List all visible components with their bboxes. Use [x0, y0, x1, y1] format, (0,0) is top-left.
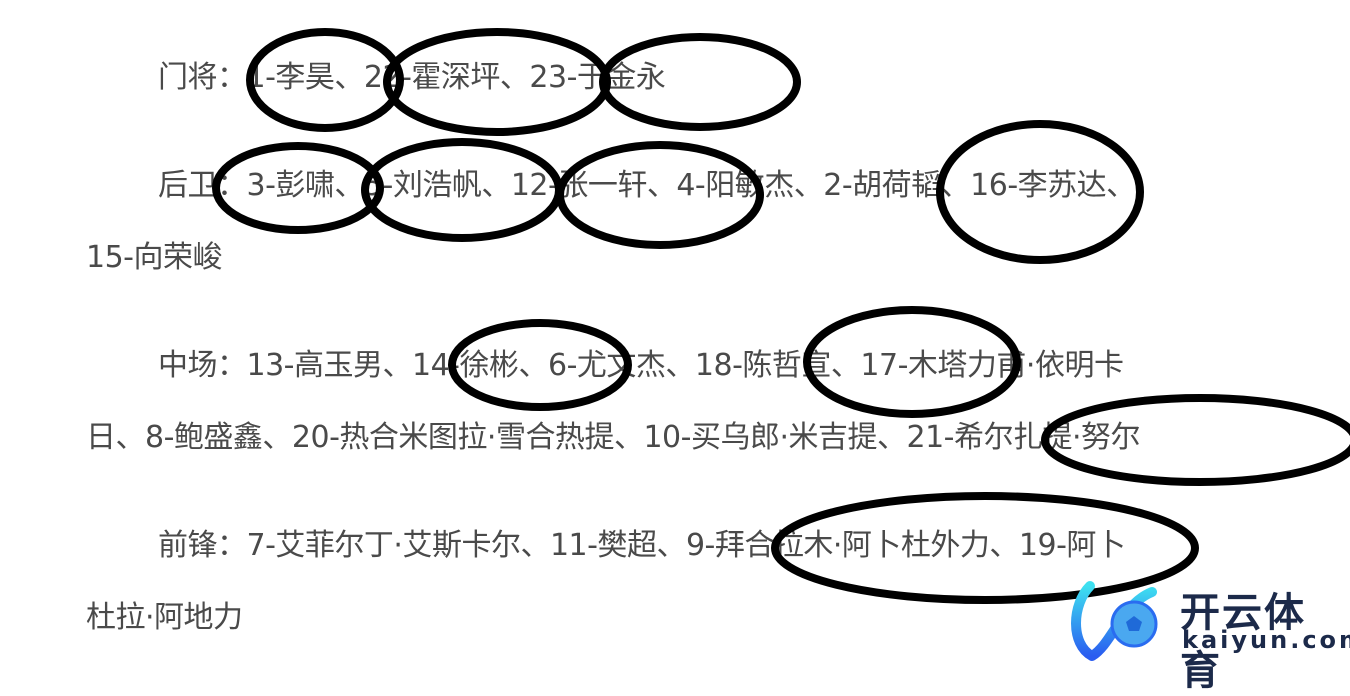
circle-mark: [599, 33, 801, 131]
circle-mark: [936, 120, 1144, 264]
logo-text-cn: 开云体育: [1180, 590, 1306, 694]
circle-mark: [361, 138, 563, 242]
forwards-line: 前锋：7-艾菲尔丁·艾斯卡尔、11-樊超、9-拜合拉木·阿卜杜外力、19-阿卜: [158, 528, 1126, 563]
circle-mark: [448, 319, 632, 411]
midfielders-line-cont: 日、8-鲍盛鑫、20-热合米图拉·雪合热提、10-买乌郎·米吉提、21-希尔扎提…: [86, 420, 1141, 455]
forwards-line-cont: 杜拉·阿地力: [86, 600, 243, 635]
midfielders-line: 中场：13-高玉男、14-徐彬、6-尤文杰、18-陈哲宣、17-木塔力甫·依明卡: [158, 348, 1124, 383]
goalkeepers-line: 门将：1-李昊、22-霍深坪、23-于金永: [158, 60, 666, 95]
circle-mark: [1041, 394, 1350, 486]
circle-mark: [556, 141, 764, 249]
circle-mark: [771, 492, 1199, 604]
circle-mark: [383, 28, 611, 136]
circle-mark: [246, 28, 404, 132]
logo-k-ball-icon: [1071, 581, 1158, 661]
logo-text-en: kaiyun.com: [1182, 626, 1350, 654]
circle-mark: [212, 142, 384, 234]
kaiyun-logo: 开云体育 kaiyun.com: [1062, 574, 1350, 694]
hand-drawn-circles: [212, 28, 1350, 604]
defenders-line: 后卫：3-彭啸、5-刘浩帆、12-张一轩、4-阳敏杰、2-胡荷韬、16-李苏达、: [158, 168, 1136, 203]
circle-mark: [803, 306, 1021, 418]
defenders-line-cont: 15-向荣峻: [86, 240, 223, 275]
